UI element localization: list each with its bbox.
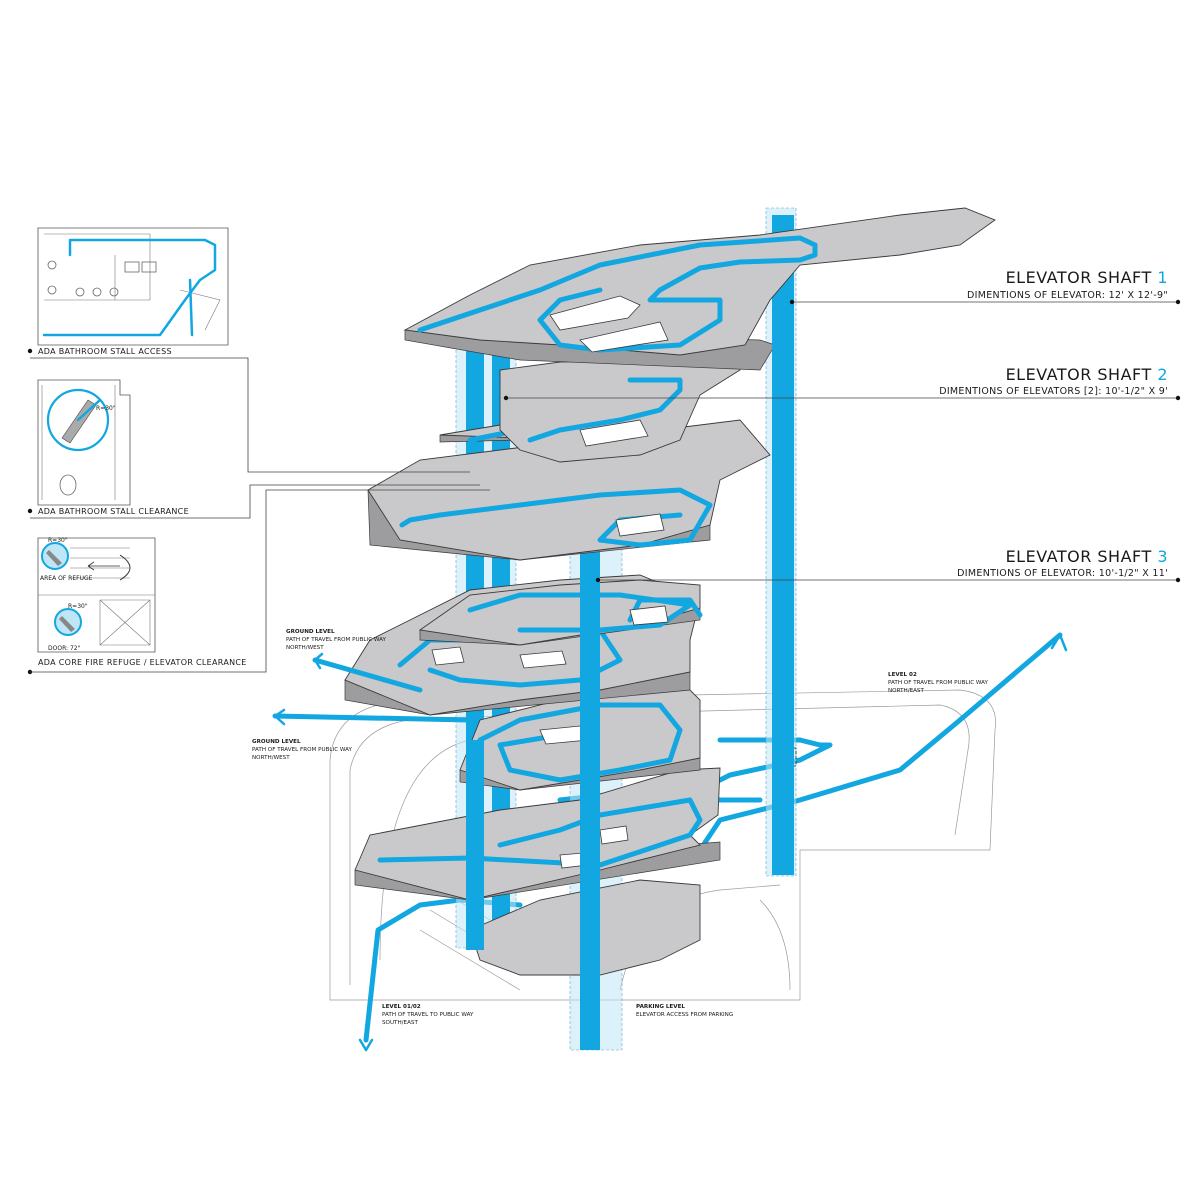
slab-top (403, 207, 996, 371)
svg-text:ELEVATOR SHAFT 2: ELEVATOR SHAFT 2 (1006, 365, 1168, 384)
ground-nw-upper-line1: PATH OF TRAVEL FROM PUBLIC WAY (286, 637, 386, 643)
parking-title: PARKING LEVEL (636, 1004, 685, 1010)
svg-text:ELEVATOR SHAFT 1: ELEVATOR SHAFT 1 (1006, 268, 1168, 287)
shaft-2-number: 2 (1157, 365, 1168, 384)
shaft-3-title: ELEVATOR SHAFT (1006, 547, 1152, 566)
inset-3-refuge: AREA OF REFUGE (40, 575, 93, 582)
shaft-3-dimensions: DIMENTIONS OF ELEVATOR: 10'-1/2" X 11' (957, 568, 1168, 579)
ground-nw-lower-line1: PATH OF TRAVEL FROM PUBLIC WAY (252, 747, 352, 753)
shaft-2-title: ELEVATOR SHAFT (1006, 365, 1152, 384)
shaft-label-2: ELEVATOR SHAFT 2 DIMENTIONS OF ELEVATORS… (939, 365, 1168, 397)
level02-ne-title: LEVEL 02 (888, 672, 917, 678)
ground-nw-upper-title: GROUND LEVEL (286, 629, 335, 635)
wheelchair-icon-bottom (59, 616, 75, 632)
label-ground-nw-lower: GROUND LEVEL PATH OF TRAVEL FROM PUBLIC … (252, 739, 352, 761)
level0102-se-line2: SOUTH/EAST (382, 1020, 418, 1026)
inset-3-door: DOOR: 72" (48, 645, 81, 652)
shaft-label-1: ELEVATOR SHAFT 1 DIMENTIONS OF ELEVATOR:… (967, 268, 1168, 301)
label-parking: PARKING LEVEL ELEVATOR ACCESS FROM PARKI… (636, 1004, 733, 1018)
inset-bathroom-access: ADA BATHROOM STALL ACCESS (27, 227, 229, 356)
leaders (503, 299, 1181, 583)
inset-3-radius-top: R=30" (48, 537, 68, 544)
slab-level-5 (367, 419, 771, 561)
level0102-se-title: LEVEL 01/02 (382, 1004, 421, 1010)
label-ground-nw-upper: GROUND LEVEL PATH OF TRAVEL FROM PUBLIC … (286, 629, 386, 651)
entry-routes (272, 633, 1068, 1052)
turning-radius-circle (46, 388, 110, 452)
toilet-icons (47, 260, 157, 297)
level02-ne-line1: PATH OF TRAVEL FROM PUBLIC WAY (888, 680, 988, 686)
shaft-fronts (466, 300, 794, 1050)
level0102-se-line1: PATH OF TRAVEL TO PUBLIC WAY (382, 1012, 474, 1018)
inset-leaders (30, 357, 490, 673)
ground-nw-upper-line2: NORTH/WEST (286, 645, 324, 651)
inset-bathroom-clearance: R=30" ADA BATHROOM STALL CLEARANCE (27, 379, 189, 516)
ground-nw-lower-title: GROUND LEVEL (252, 739, 301, 745)
inset-3-label: ADA CORE FIRE REFUGE / ELEVATOR CLEARANC… (38, 658, 247, 667)
shaft-2-dimensions: DIMENTIONS OF ELEVATORS [2]: 10'-1/2" X … (939, 386, 1168, 397)
inset-2-radius: R=30" (96, 405, 116, 412)
label-level02-ne: LEVEL 02 PATH OF TRAVEL FROM PUBLIC WAY … (888, 672, 988, 694)
slab-level-4 (418, 579, 703, 646)
shaft-1-title: ELEVATOR SHAFT (1006, 268, 1152, 287)
shaft-label-3: ELEVATOR SHAFT 3 DIMENTIONS OF ELEVATOR:… (957, 547, 1168, 579)
inset-1-label: ADA BATHROOM STALL ACCESS (38, 347, 172, 356)
level02-ne-line2: NORTH/EAST (888, 688, 924, 694)
inset-2-label: ADA BATHROOM STALL CLEARANCE (38, 507, 189, 516)
toilet-icon (59, 474, 77, 496)
shaft-3-number: 3 (1157, 547, 1168, 566)
inset-3-radius-bottom: R=30" (68, 603, 88, 610)
parking-line1: ELEVATOR ACCESS FROM PARKING (636, 1012, 733, 1018)
svg-text:ELEVATOR SHAFT 3: ELEVATOR SHAFT 3 (1006, 547, 1168, 566)
ground-nw-lower-line2: NORTH/WEST (252, 755, 290, 761)
label-level0102-se: LEVEL 01/02 PATH OF TRAVEL TO PUBLIC WAY… (382, 1004, 474, 1026)
shaft-1-number: 1 (1157, 268, 1168, 287)
wheelchair-icon-top (46, 550, 62, 566)
wheelchair-icon (61, 399, 97, 444)
inset-fire-refuge: R=30" AREA OF REFUGE R=30" DOOR: 72" ADA… (27, 537, 247, 675)
shaft-1-dimensions: DIMENTIONS OF ELEVATOR: 12' X 12'-9" (967, 290, 1168, 301)
